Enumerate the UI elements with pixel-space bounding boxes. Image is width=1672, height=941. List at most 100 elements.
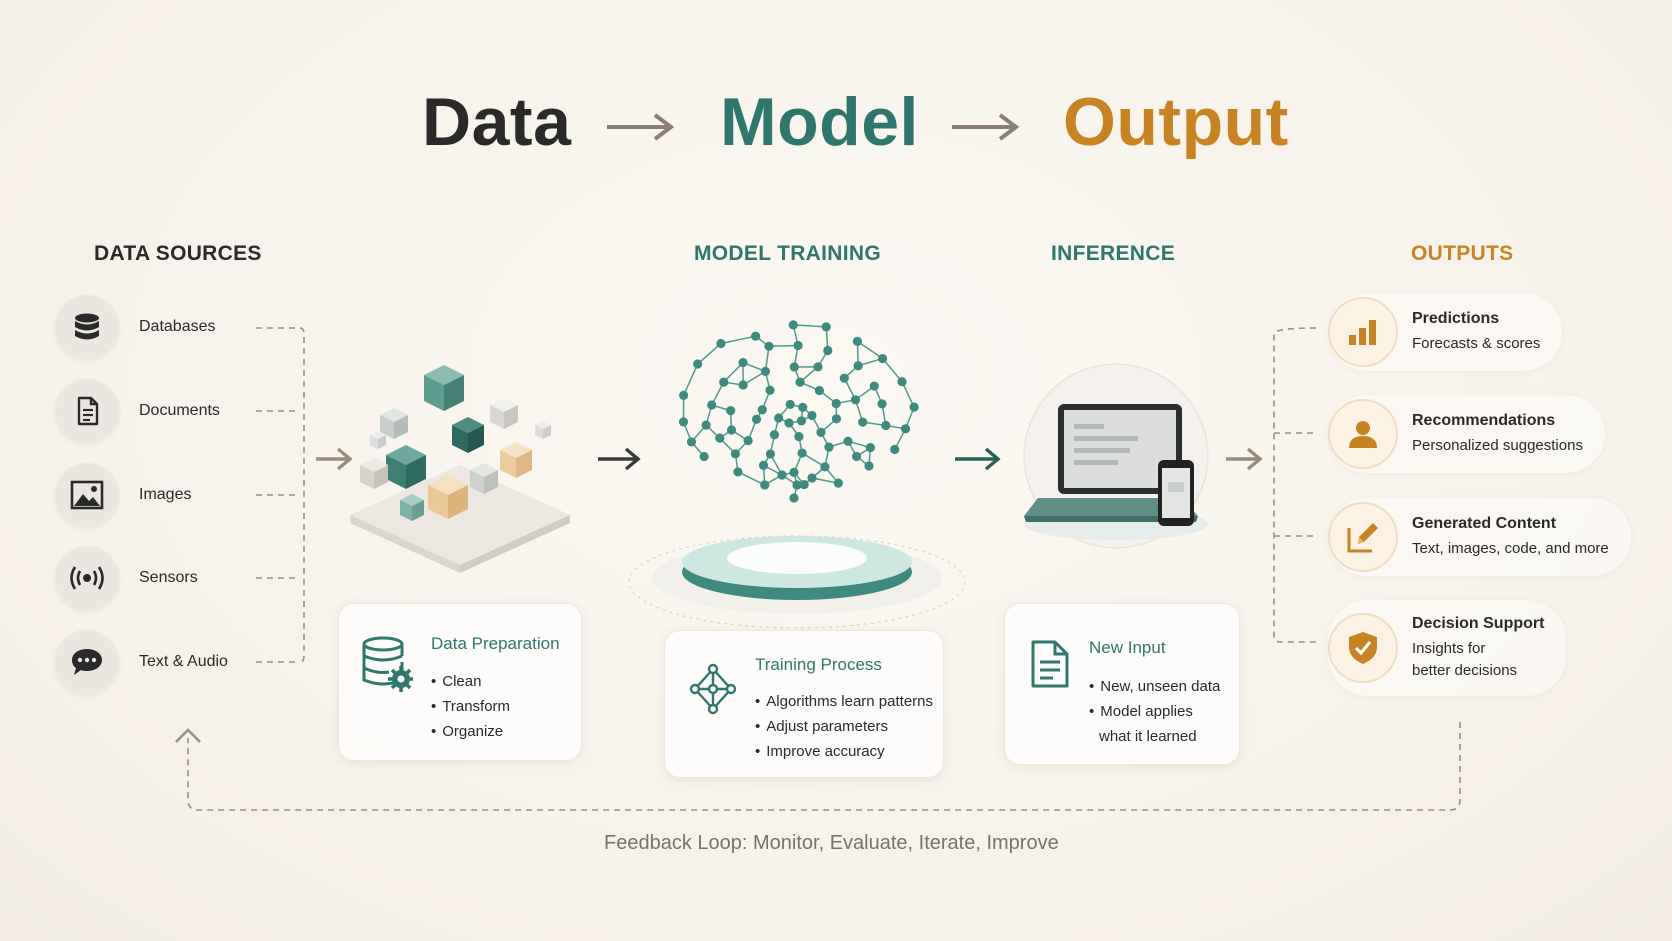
- network-node: [769, 430, 780, 440]
- person-icon: [1328, 399, 1398, 469]
- network-node: [765, 385, 775, 395]
- output-subtitle: Text, images, code, and more: [1412, 539, 1609, 557]
- network-node: [726, 425, 737, 435]
- network-node: [678, 417, 689, 427]
- network-node: [852, 336, 863, 347]
- source-databases: Databases: [55, 295, 216, 359]
- network-node: [785, 399, 795, 410]
- document-input-icon: [1029, 638, 1071, 695]
- training-process-card: Training Process Algorithms learn patter…: [664, 630, 944, 778]
- network-node: [897, 377, 907, 387]
- output-title: Recommendations: [1412, 411, 1556, 429]
- network-node: [797, 448, 807, 458]
- network-edge: [682, 363, 699, 396]
- network-node: [726, 406, 736, 416]
- network-edge: [857, 340, 883, 360]
- network-node: [877, 399, 887, 409]
- network-node: [890, 444, 900, 455]
- document-icon: [55, 379, 119, 443]
- network-node: [864, 461, 874, 471]
- new-input-card: New Input New, unseen data Model applies…: [1004, 603, 1240, 765]
- network-node: [764, 341, 774, 351]
- list-item: Model applies: [1089, 699, 1220, 724]
- network-node: [792, 480, 802, 490]
- bar-chart-icon: [1328, 297, 1398, 367]
- list-item: Adjust parameters: [755, 714, 933, 739]
- network-node: [839, 373, 849, 383]
- source-documents: Documents: [55, 379, 220, 443]
- network-node: [831, 398, 841, 409]
- network-node: [730, 449, 740, 459]
- network-node: [733, 467, 743, 477]
- output-recommendations: Recommendations Personalized suggestions: [1328, 395, 1605, 473]
- title-output: Output: [1063, 84, 1289, 160]
- training-list: Algorithms learn patterns Adjust paramet…: [755, 689, 933, 764]
- network-edge: [697, 342, 722, 365]
- network-node: [853, 361, 863, 371]
- network-node: [816, 427, 826, 437]
- network-node: [807, 410, 817, 421]
- network-node: [814, 385, 825, 396]
- network-node: [707, 400, 717, 410]
- section-inference: INFERENCE: [1051, 242, 1176, 265]
- data-prep-list: Clean Transform Organize: [431, 669, 510, 744]
- network-node: [799, 479, 809, 490]
- output-subtitle-line: better decisions: [1412, 661, 1518, 679]
- network-node: [900, 424, 911, 434]
- network-node: [788, 320, 798, 330]
- network-node: [795, 377, 805, 387]
- network-node: [789, 493, 799, 503]
- network-node: [693, 359, 703, 369]
- source-label: Images: [139, 486, 192, 503]
- source-label: Sensors: [139, 569, 198, 586]
- network-node: [686, 437, 697, 447]
- neural-brain-illustration: [628, 320, 966, 629]
- network-node: [758, 460, 769, 471]
- feedback-loop-label: Feedback Loop: Monitor, Evaluate, Iterat…: [604, 832, 1059, 854]
- network-node: [865, 442, 875, 453]
- network-node: [789, 362, 799, 372]
- network-node: [831, 414, 842, 424]
- output-title: Decision Support: [1412, 614, 1545, 632]
- network-node: [701, 420, 711, 430]
- list-item: Clean: [431, 669, 510, 694]
- image-icon: [55, 463, 119, 527]
- network-node: [719, 377, 729, 387]
- output-subtitle: Insights for better decisions: [1412, 638, 1544, 682]
- network-node: [833, 478, 843, 488]
- network-edge: [882, 358, 903, 383]
- network-edge: [793, 324, 827, 328]
- network-node: [877, 353, 888, 364]
- network-node: [760, 366, 771, 376]
- card-title: New Input: [1089, 638, 1166, 657]
- laptop-phone-illustration: [1023, 363, 1209, 549]
- network-node: [843, 436, 853, 446]
- output-decision-support: Decision Support Insights for better dec…: [1328, 600, 1567, 696]
- network-node: [738, 357, 748, 368]
- network-node: [798, 402, 808, 412]
- network-node: [765, 449, 775, 459]
- list-item: Organize: [431, 719, 510, 744]
- source-text-audio: Text & Audio: [55, 630, 228, 694]
- network-node: [751, 331, 761, 341]
- output-generated-content: Generated Content Text, images, code, an…: [1328, 498, 1631, 576]
- network-node: [777, 470, 787, 480]
- network-edge: [737, 471, 766, 486]
- source-label: Databases: [139, 318, 216, 335]
- section-outputs: OUTPUTS: [1411, 242, 1514, 265]
- database-gear-icon: [361, 636, 413, 697]
- data-cubes-illustration: [350, 365, 570, 573]
- section-model-training: MODEL TRAINING: [694, 242, 881, 265]
- network-node: [715, 433, 725, 443]
- network-node: [738, 380, 748, 390]
- network-edge: [901, 381, 915, 408]
- network-node: [807, 473, 817, 483]
- chat-icon: [55, 630, 119, 694]
- network-node: [784, 418, 794, 428]
- network-node: [881, 420, 891, 431]
- network-edge: [720, 335, 756, 345]
- network-node: [699, 451, 709, 462]
- pencil-icon: [1328, 502, 1398, 572]
- network-node: [796, 416, 807, 426]
- sensor-icon: [55, 546, 119, 610]
